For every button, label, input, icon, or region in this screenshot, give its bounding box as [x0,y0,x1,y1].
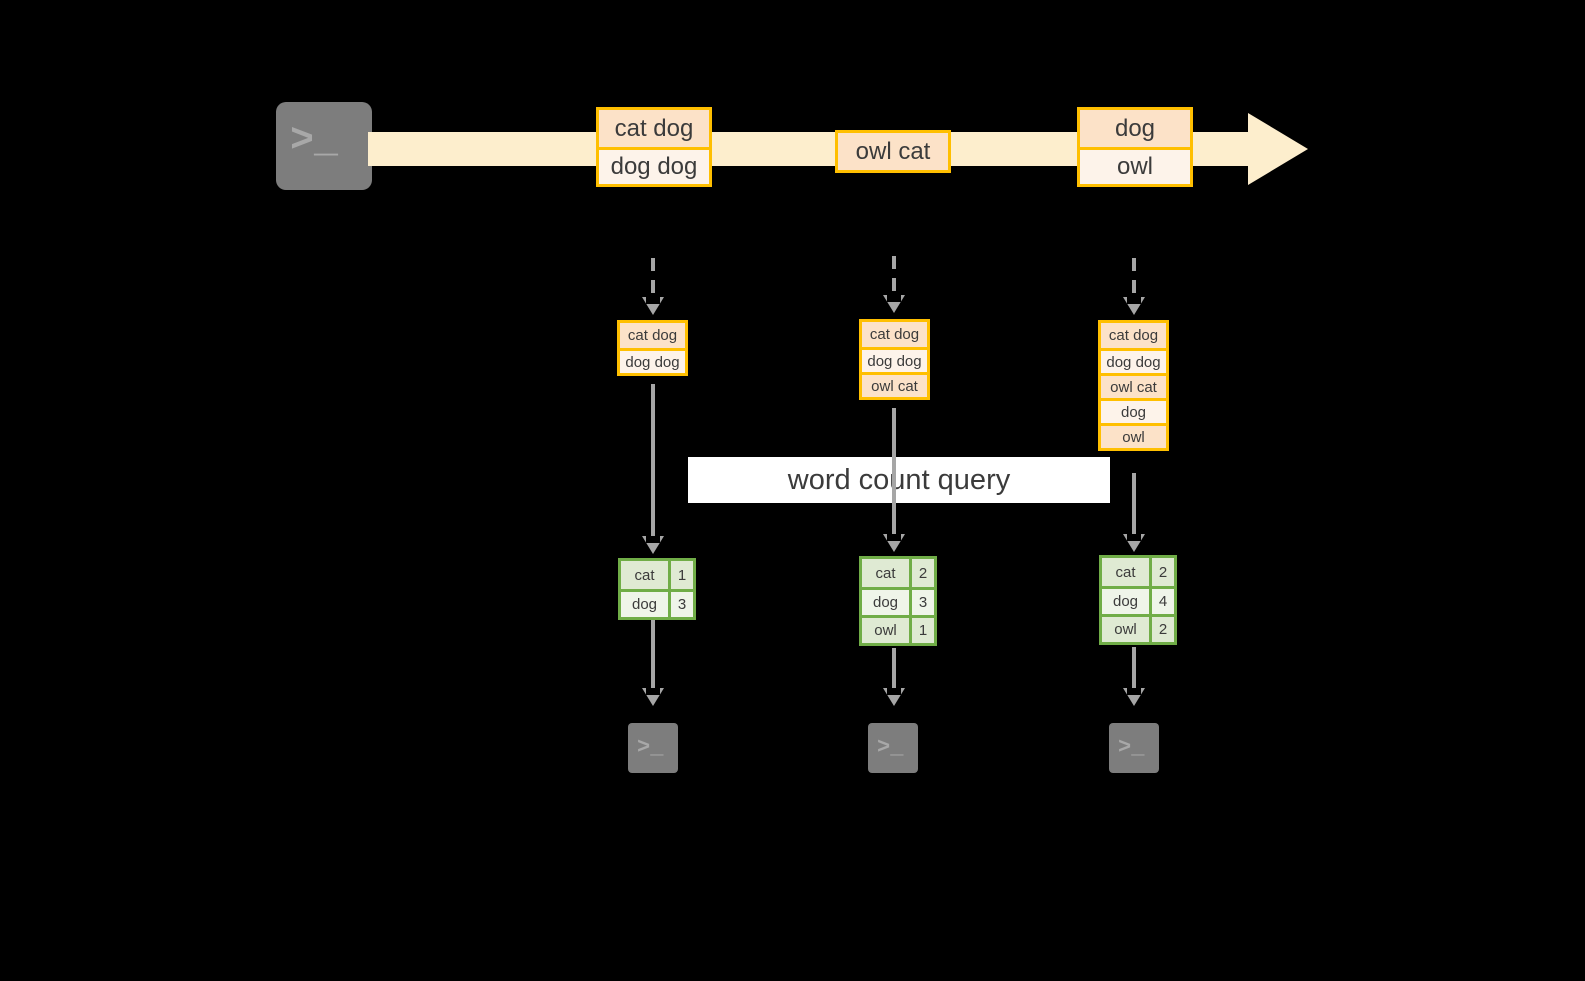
result-word: cat [862,559,909,587]
result-row: cat 2 [862,559,934,587]
stream-message-line: owl [1080,147,1190,184]
result-count: 3 [668,592,693,617]
snapshot-table-3: cat dog dog dog owl cat dog owl [1098,320,1169,451]
result-word: dog [621,592,668,617]
result-to-consumer-line-3 [1132,647,1136,688]
snapshot-to-result-line-2 [892,408,896,534]
result-count: 2 [1149,617,1174,642]
result-table-3: cat 2 dog 4 owl 2 [1099,555,1177,645]
result-count: 3 [909,590,934,615]
result-to-consumer-line-2 [892,648,896,688]
result-row: owl 2 [1102,614,1174,642]
result-row: dog 4 [1102,586,1174,614]
result-word: owl [1102,617,1149,642]
stream-to-snapshot-arrowhead-3 [1123,297,1145,315]
result-count: 2 [909,559,934,587]
result-to-consumer-arrowhead-2 [883,688,905,706]
snapshot-table-1: cat dog dog dog [617,320,688,376]
result-count: 2 [1149,558,1174,586]
result-row: cat 1 [621,561,693,589]
snapshot-row: dog [1101,398,1166,423]
snapshot-row: owl cat [862,372,927,397]
result-row: owl 1 [862,615,934,643]
terminal-body [1109,723,1159,773]
terminal-body [276,102,372,190]
result-row: dog 3 [862,587,934,615]
terminal-prompt-glyph: >_ [637,735,664,760]
consumer-terminal-icon-1: >_ [620,715,686,781]
snapshot-to-result-arrowhead-3 [1123,534,1145,552]
stream-message-line: cat dog [599,110,709,147]
result-to-consumer-arrowhead-3 [1123,688,1145,706]
snapshot-row: cat dog [862,322,927,347]
snapshot-row: owl [1101,423,1166,448]
consumer-terminal-icon-2: >_ [860,715,926,781]
result-word: dog [862,590,909,615]
snapshot-to-result-arrowhead-1 [642,536,664,554]
result-row: cat 2 [1102,558,1174,586]
word-count-query-label: word count query [688,457,1110,503]
snapshot-row: owl cat [1101,373,1166,398]
result-count: 4 [1149,589,1174,614]
snapshot-row: dog dog [1101,348,1166,373]
terminal-body [868,723,918,773]
result-row: dog 3 [621,589,693,617]
result-to-consumer-arrowhead-1 [642,688,664,706]
stream-message-line: dog [1080,110,1190,147]
result-count: 1 [909,618,934,643]
result-word: cat [621,561,668,589]
snapshot-row: dog dog [620,348,685,373]
snapshot-to-result-arrowhead-2 [883,534,905,552]
stream-message-3: dog owl [1077,107,1193,187]
consumer-terminal-icon-3: >_ [1101,715,1167,781]
result-table-2: cat 2 dog 3 owl 1 [859,556,937,646]
word-count-query-text: word count query [787,463,1011,496]
stream-to-snapshot-dash-3 [1132,258,1136,297]
snapshot-to-result-line-3 [1132,473,1136,534]
result-word: owl [862,618,909,643]
result-word: cat [1102,558,1149,586]
producer-terminal-icon: >_ [268,94,380,198]
result-to-consumer-line-1 [651,620,655,688]
snapshot-row: cat dog [1101,323,1166,348]
stream-to-snapshot-dash-1 [651,258,655,297]
stream-to-snapshot-dash-2 [892,256,896,295]
snapshot-to-result-line-1 [651,384,655,536]
stream-message-2: owl cat [835,130,951,173]
stream-message-line: dog dog [599,147,709,184]
stream-to-snapshot-arrowhead-2 [883,295,905,313]
result-word: dog [1102,589,1149,614]
terminal-prompt-glyph: >_ [290,119,339,164]
result-count: 1 [668,561,693,589]
stream-to-snapshot-arrowhead-1 [642,297,664,315]
stream-message-1: cat dog dog dog [596,107,712,187]
stream-message-line: owl cat [838,133,948,170]
terminal-prompt-glyph: >_ [877,735,904,760]
terminal-body [628,723,678,773]
terminal-prompt-glyph: >_ [1118,735,1145,760]
snapshot-row: cat dog [620,323,685,348]
snapshot-row: dog dog [862,347,927,372]
snapshot-table-2: cat dog dog dog owl cat [859,319,930,400]
result-table-1: cat 1 dog 3 [618,558,696,620]
